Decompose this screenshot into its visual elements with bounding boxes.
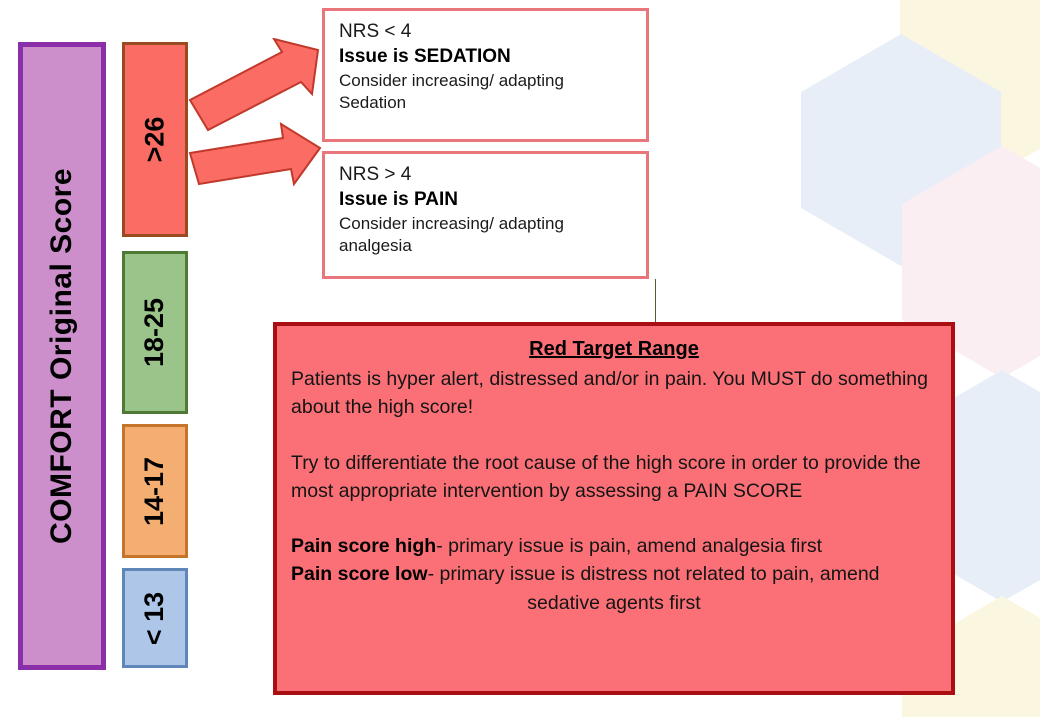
score-range-label: 18-25: [139, 297, 170, 368]
outcome-box-sedation[interactable]: NRS < 4 Issue is SEDATION Consider incre…: [322, 8, 649, 142]
connector-line: [655, 279, 656, 323]
pain-score-high-line: Pain score high- primary issue is pain, …: [291, 532, 937, 560]
outcome-action-line-1: Consider increasing/ adapting: [339, 213, 564, 233]
outcome-action-line-2: analgesia: [339, 236, 412, 256]
score-range-chip-red[interactable]: >26: [122, 42, 188, 237]
pain-score-low-label: Pain score low: [291, 563, 428, 586]
paragraph-spacer: [291, 505, 937, 532]
red-target-range-panel: Red Target Range Patients is hyper alert…: [273, 322, 955, 695]
score-range-label: >26: [139, 116, 170, 163]
hexagon-blue-upper: [801, 34, 1001, 266]
outcome-action-line-2: Sedation: [339, 93, 407, 113]
pain-score-low-text: - primary issue is distress not related …: [427, 563, 880, 586]
score-range-label: 14-17: [139, 456, 170, 526]
score-range-chip-blue[interactable]: < 13: [122, 568, 188, 668]
score-range-label: < 13: [139, 591, 170, 645]
pain-score-low-line-2: sedative agents first: [527, 591, 701, 614]
red-panel-paragraph-2: Try to differentiate the root cause of t…: [291, 451, 921, 502]
outcome-issue-title: Issue is SEDATION: [339, 46, 511, 68]
outcome-action-line-1: Consider increasing/ adapting: [339, 70, 564, 90]
outcome-issue-title: Issue is PAIN: [339, 189, 458, 211]
red-panel-title: Red Target Range: [529, 338, 699, 360]
outcome-nrs-threshold: NRS > 4: [339, 164, 412, 185]
red-panel-paragraph-1: Patients is hyper alert, distressed and/…: [291, 368, 928, 419]
axis-label-text: COMFORT Original Score: [45, 167, 79, 545]
score-range-chip-green[interactable]: 18-25: [122, 251, 188, 414]
pain-score-low-line: Pain score low- primary issue is distres…: [291, 560, 937, 588]
outcome-nrs-threshold: NRS < 4: [339, 21, 412, 42]
arrow-to-sedation-icon: [188, 38, 320, 132]
paragraph-spacer: [291, 422, 937, 449]
score-range-chip-orange[interactable]: 14-17: [122, 424, 188, 558]
arrow-to-pain-icon: [188, 122, 322, 187]
comfort-score-axis-label: COMFORT Original Score: [18, 42, 106, 670]
hexagon-cream-top: [900, 0, 1040, 172]
pain-score-high-label: Pain score high: [291, 535, 437, 558]
pain-score-high-text: - primary issue is pain, amend analgesia…: [436, 535, 823, 558]
flow-arrows: [188, 38, 322, 187]
outcome-box-pain[interactable]: NRS > 4 Issue is PAIN Consider increasin…: [322, 151, 649, 279]
